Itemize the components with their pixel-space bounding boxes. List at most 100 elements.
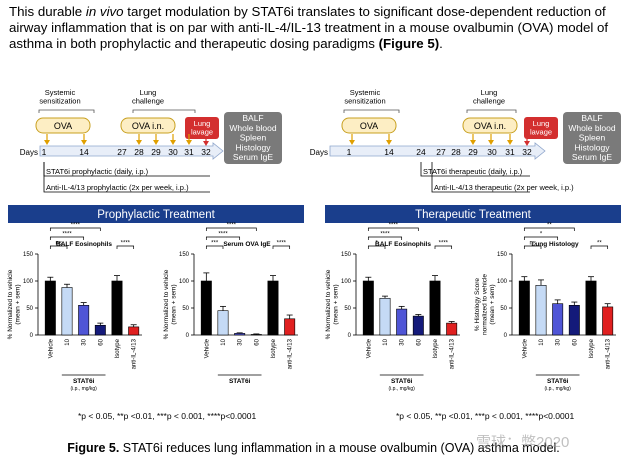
significance-label: **** [277, 241, 287, 247]
significance-label: **** [227, 223, 237, 229]
y-tick-label: 150 [23, 252, 34, 258]
group-label: STAT6i [73, 378, 95, 385]
significance-bracket [49, 245, 68, 249]
ova-in-label: OVA i.n. [132, 121, 164, 131]
dose-arrow-head [186, 140, 192, 145]
significance-label: **** [380, 232, 390, 238]
y-tick-label: 100 [497, 279, 508, 285]
dose-arrow-head [81, 140, 87, 145]
group-label: STAT6i [229, 378, 251, 385]
intro-text-2: target modulation by STAT6i translates t… [9, 4, 609, 51]
significance-label: **** [71, 223, 81, 229]
y-tick-label: 100 [341, 279, 352, 285]
x-tick-label: anti-IL-4/13 [606, 338, 612, 369]
bar [128, 326, 140, 336]
x-tick-label: Isotype [271, 338, 277, 358]
treatment-1-label: STAT6i therapeutic (daily, i.p.) [423, 167, 523, 176]
intro-figure-ref: (Figure 5) [378, 36, 440, 51]
x-tick-label: 30 [400, 338, 406, 345]
significance-label: *** [211, 241, 219, 247]
bar [111, 280, 123, 336]
footnote-right: *p < 0.05, **p <0.01, ***p < 0.001, ****… [396, 411, 575, 421]
significance-bracket [590, 245, 609, 249]
day-1: 1 [42, 147, 47, 157]
intro-period: . [439, 36, 443, 51]
day-14: 14 [79, 147, 89, 157]
treatment-banner-label: Prophylactic Treatment [97, 209, 215, 221]
bar [396, 308, 408, 336]
treatment-2-label: Anti-IL-4/13 prophylactic (2x per week, … [46, 183, 189, 192]
x-tick-label: Vehicle [522, 338, 528, 358]
intro-text: This durable [9, 4, 86, 19]
significance-bracket [272, 245, 291, 249]
bar [78, 304, 90, 336]
significance-bracket [367, 227, 419, 231]
x-tick-label: 10 [65, 338, 71, 345]
dose-arrow-head [170, 140, 176, 145]
dose-arrow-head [153, 140, 159, 145]
significance-label: ** [597, 241, 602, 247]
dose-arrow-head [507, 140, 513, 145]
y-tick-label: 150 [341, 252, 352, 258]
y-tick-label: 50 [182, 306, 189, 312]
days-label: Days [20, 148, 38, 157]
day-32: 32 [522, 147, 532, 157]
treatment-1-label: STAT6i prophylactic (daily, i.p.) [46, 167, 149, 176]
significance-label: **** [62, 232, 72, 238]
bar [362, 280, 374, 336]
significance-bracket [205, 236, 241, 240]
x-tick-label: Isotype [589, 338, 595, 358]
x-tick-label: 10 [539, 338, 545, 345]
day-30: 30 [487, 147, 497, 157]
bar [568, 304, 580, 336]
dose-arrow-head [386, 140, 392, 145]
bar [284, 318, 296, 336]
significance-bracket [434, 245, 453, 249]
significance-label: * [540, 232, 543, 238]
y-axis-label: % Normalized to vehicle(mean + sem) [325, 269, 339, 339]
dose-arrow-head [470, 140, 476, 145]
x-tick-label: anti-IL-4/13 [450, 338, 456, 369]
bar [379, 297, 391, 336]
x-tick-label: 60 [98, 338, 104, 345]
bar [446, 322, 458, 336]
significance-bracket [367, 236, 403, 240]
x-tick-label: Isotype [433, 338, 439, 358]
lavage-arrow-head [524, 141, 530, 146]
chart-title: BALF Eosinophils [375, 241, 431, 248]
dose-arrow-head [488, 140, 494, 145]
significance-bracket [49, 227, 101, 231]
y-axis-label: % Normalized to vehicle(mean + sem) [7, 269, 21, 339]
significance-label: ns [55, 241, 61, 247]
day-1: 1 [347, 147, 352, 157]
ova-in-label: OVA i.n. [474, 121, 506, 131]
bar [535, 285, 547, 336]
bar [585, 280, 597, 336]
bar [429, 280, 441, 336]
bar [217, 310, 229, 336]
intro-paragraph: This durable in vivo target modulation b… [9, 4, 619, 52]
day-31: 31 [505, 147, 515, 157]
ova-box [341, 117, 397, 134]
bar [61, 287, 73, 336]
treatment-line-2 [431, 162, 530, 193]
x-tick-label: 30 [238, 338, 244, 345]
significance-label: **** [389, 223, 399, 229]
lung-lavage-box [524, 117, 558, 139]
day-32: 32 [201, 147, 211, 157]
challenge-bracket [466, 109, 517, 113]
x-tick-label: Vehicle [48, 338, 54, 358]
chart-title: Lung Histology [531, 241, 579, 248]
group-sublabel: (i.p., mg/kg) [544, 386, 571, 392]
day-14: 14 [384, 147, 394, 157]
ova-in-box [462, 117, 518, 134]
challenge-bracket [132, 109, 196, 113]
bar [234, 333, 246, 336]
